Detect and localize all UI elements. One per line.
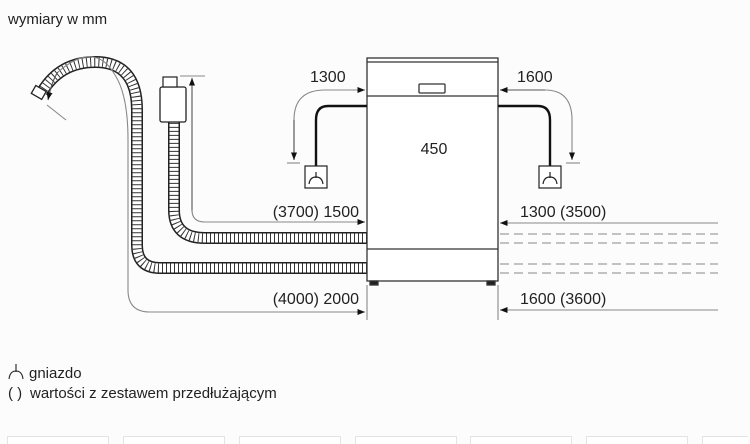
dim-width: 450 (421, 141, 448, 158)
socket-icon (538, 165, 562, 189)
drain-hose-end (30, 84, 48, 101)
thumbnail[interactable] (239, 436, 341, 444)
thumbnail[interactable] (7, 436, 109, 444)
dim-inlet-right: 1300 (3500) (520, 204, 606, 221)
dim-drain-left: (4000) 2000 (273, 291, 359, 308)
legend-socket-label: gniazdo (29, 365, 82, 382)
title: wymiary w mm (7, 11, 107, 28)
power-cables (314, 104, 552, 166)
dim-right-cable: 1600 (517, 69, 553, 86)
legend-extension-label: wartości z zestawem przedłużającym (29, 385, 277, 402)
dim-drain-right: 1600 (3600) (520, 291, 606, 308)
legend-parens-symbol: ( ) (8, 385, 22, 402)
socket-icon (304, 165, 328, 189)
thumbnail[interactable] (123, 436, 225, 444)
display-panel (418, 83, 446, 94)
inlet-hose (159, 76, 367, 244)
dim-left-cable: 1300 (310, 69, 346, 86)
dim-inlet-left: (3700) 1500 (273, 204, 359, 221)
thumbnail[interactable] (470, 436, 572, 444)
dimension-lines (46, 56, 718, 320)
thumbnail[interactable] (702, 436, 748, 444)
legend-socket-icon (8, 364, 24, 380)
drain-hose (30, 55, 367, 274)
tap-connector (162, 76, 178, 88)
thumbnail[interactable] (586, 436, 688, 444)
aquastop-valve (159, 86, 187, 123)
dishwasher (366, 57, 499, 286)
thumbnail[interactable] (355, 436, 457, 444)
